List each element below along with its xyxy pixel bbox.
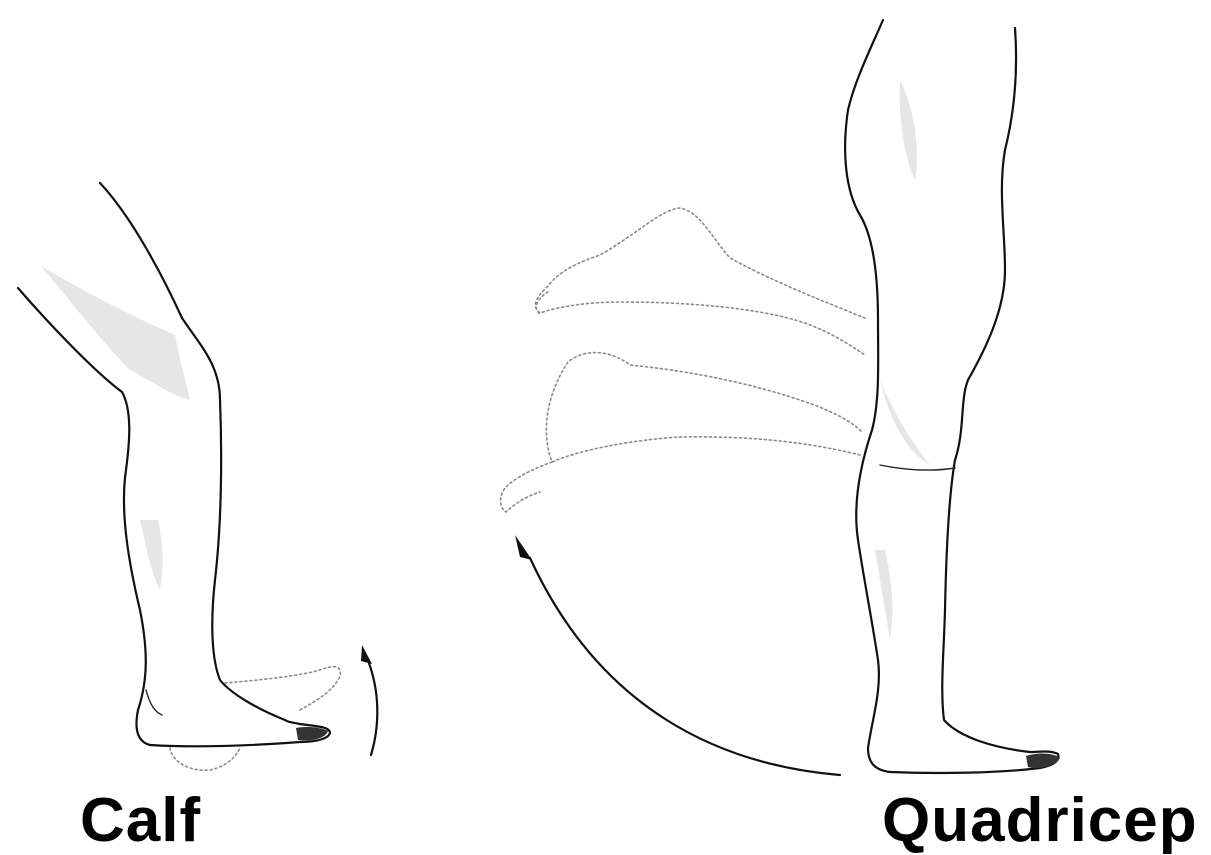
quad-raised-leg-ghost-upper	[535, 208, 865, 355]
quad-raised-foot-ghost-lower	[501, 462, 552, 512]
quad-leg-back-outline	[845, 20, 890, 772]
calf-heel-ghost	[170, 748, 240, 770]
quad-thigh-shading	[900, 80, 917, 180]
calf-motion-arrow	[361, 645, 377, 755]
calf-shin-shading	[140, 520, 163, 590]
calf-label: Calf	[80, 790, 201, 852]
quadricep-label: Quadricep	[882, 790, 1198, 852]
calf-leg-figure	[18, 183, 340, 770]
quadricep-leg-figure	[501, 20, 1060, 773]
calf-ankle-line	[146, 690, 162, 715]
quad-shin-shading	[875, 550, 892, 640]
quad-knee-line	[880, 465, 955, 470]
quad-raised-leg-ghost-lower	[546, 353, 862, 462]
quad-leg-front-outline	[942, 28, 1030, 752]
quad-knee-shading	[880, 380, 930, 465]
calf-raised-foot-ghost	[225, 667, 340, 710]
quad-toes	[1026, 754, 1060, 768]
quadricep-motion-arrow	[515, 535, 840, 775]
